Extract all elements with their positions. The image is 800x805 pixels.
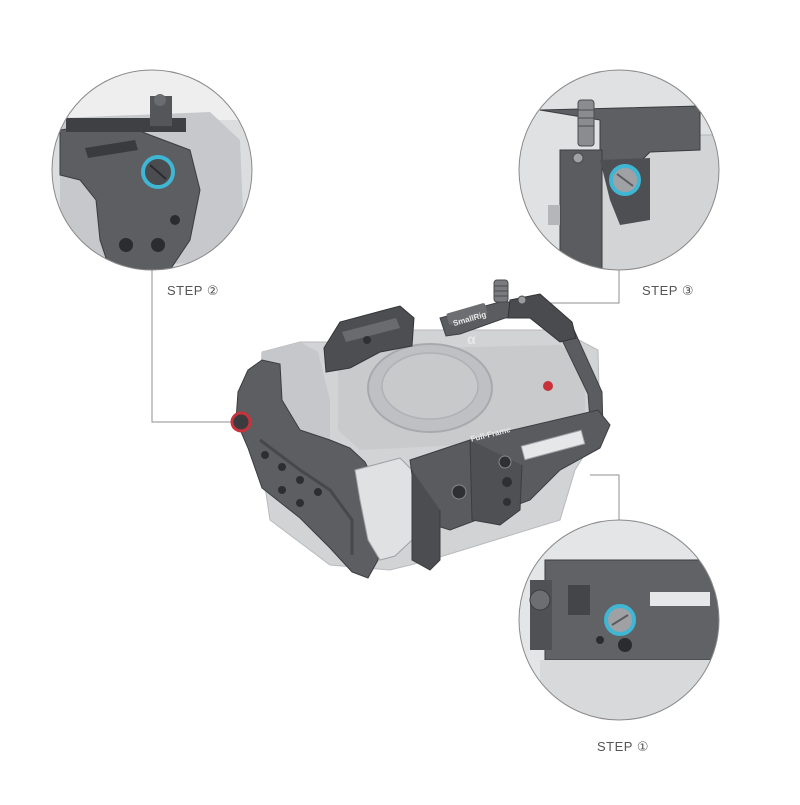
leader-line-step3 (547, 270, 620, 304)
detail-circle-step3 (518, 69, 720, 271)
step3-label: STEP ③ (642, 283, 694, 298)
detail-circle-step1 (518, 519, 720, 721)
top-cold-shoe (507, 293, 577, 343)
step1-label: STEP ① (597, 739, 649, 754)
side-screw-red (230, 411, 252, 433)
leader-line-step2 (151, 270, 236, 423)
leader-line-step1 (590, 474, 620, 520)
step2-label: STEP ② (167, 283, 219, 298)
leader-lines (151, 270, 620, 520)
alpha-logo-text: α (467, 331, 476, 347)
detail-circle-step2 (51, 69, 253, 271)
camera-cage-assembly: SmallRig α Full-Frame (230, 279, 611, 579)
